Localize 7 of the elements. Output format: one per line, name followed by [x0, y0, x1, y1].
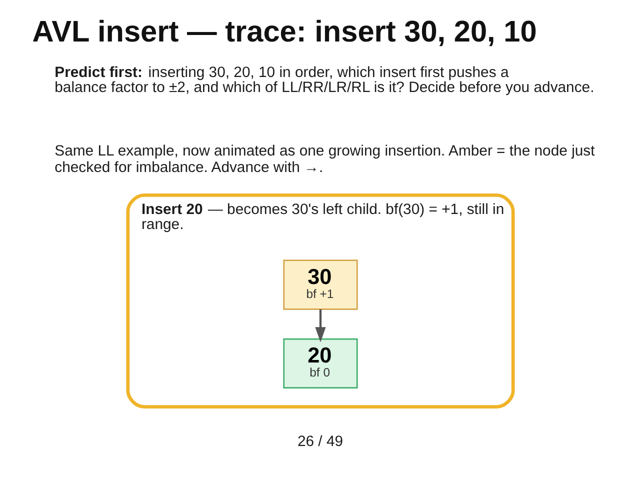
- node-box: 20 bf 0: [282, 338, 358, 389]
- node-box: 30 bf +1: [282, 260, 358, 310]
- diagram-title: AVL insert — trace: insert 30, 20, 10: [32, 15, 536, 48]
- label: Predict first: inserting 30, 20, 10 in order, which insert first pushes a balance factor to ±2, and which of LL/RR/LR/RL is it? Decide before you advance.: [54, 64, 594, 96]
- arrow: [314, 309, 326, 342]
- label: 26 / 49: [296, 434, 343, 450]
- label: Same LL example, now animated as one growing insertion. Amber = the node just checked for imbalance. Advance with →.: [54, 144, 594, 176]
